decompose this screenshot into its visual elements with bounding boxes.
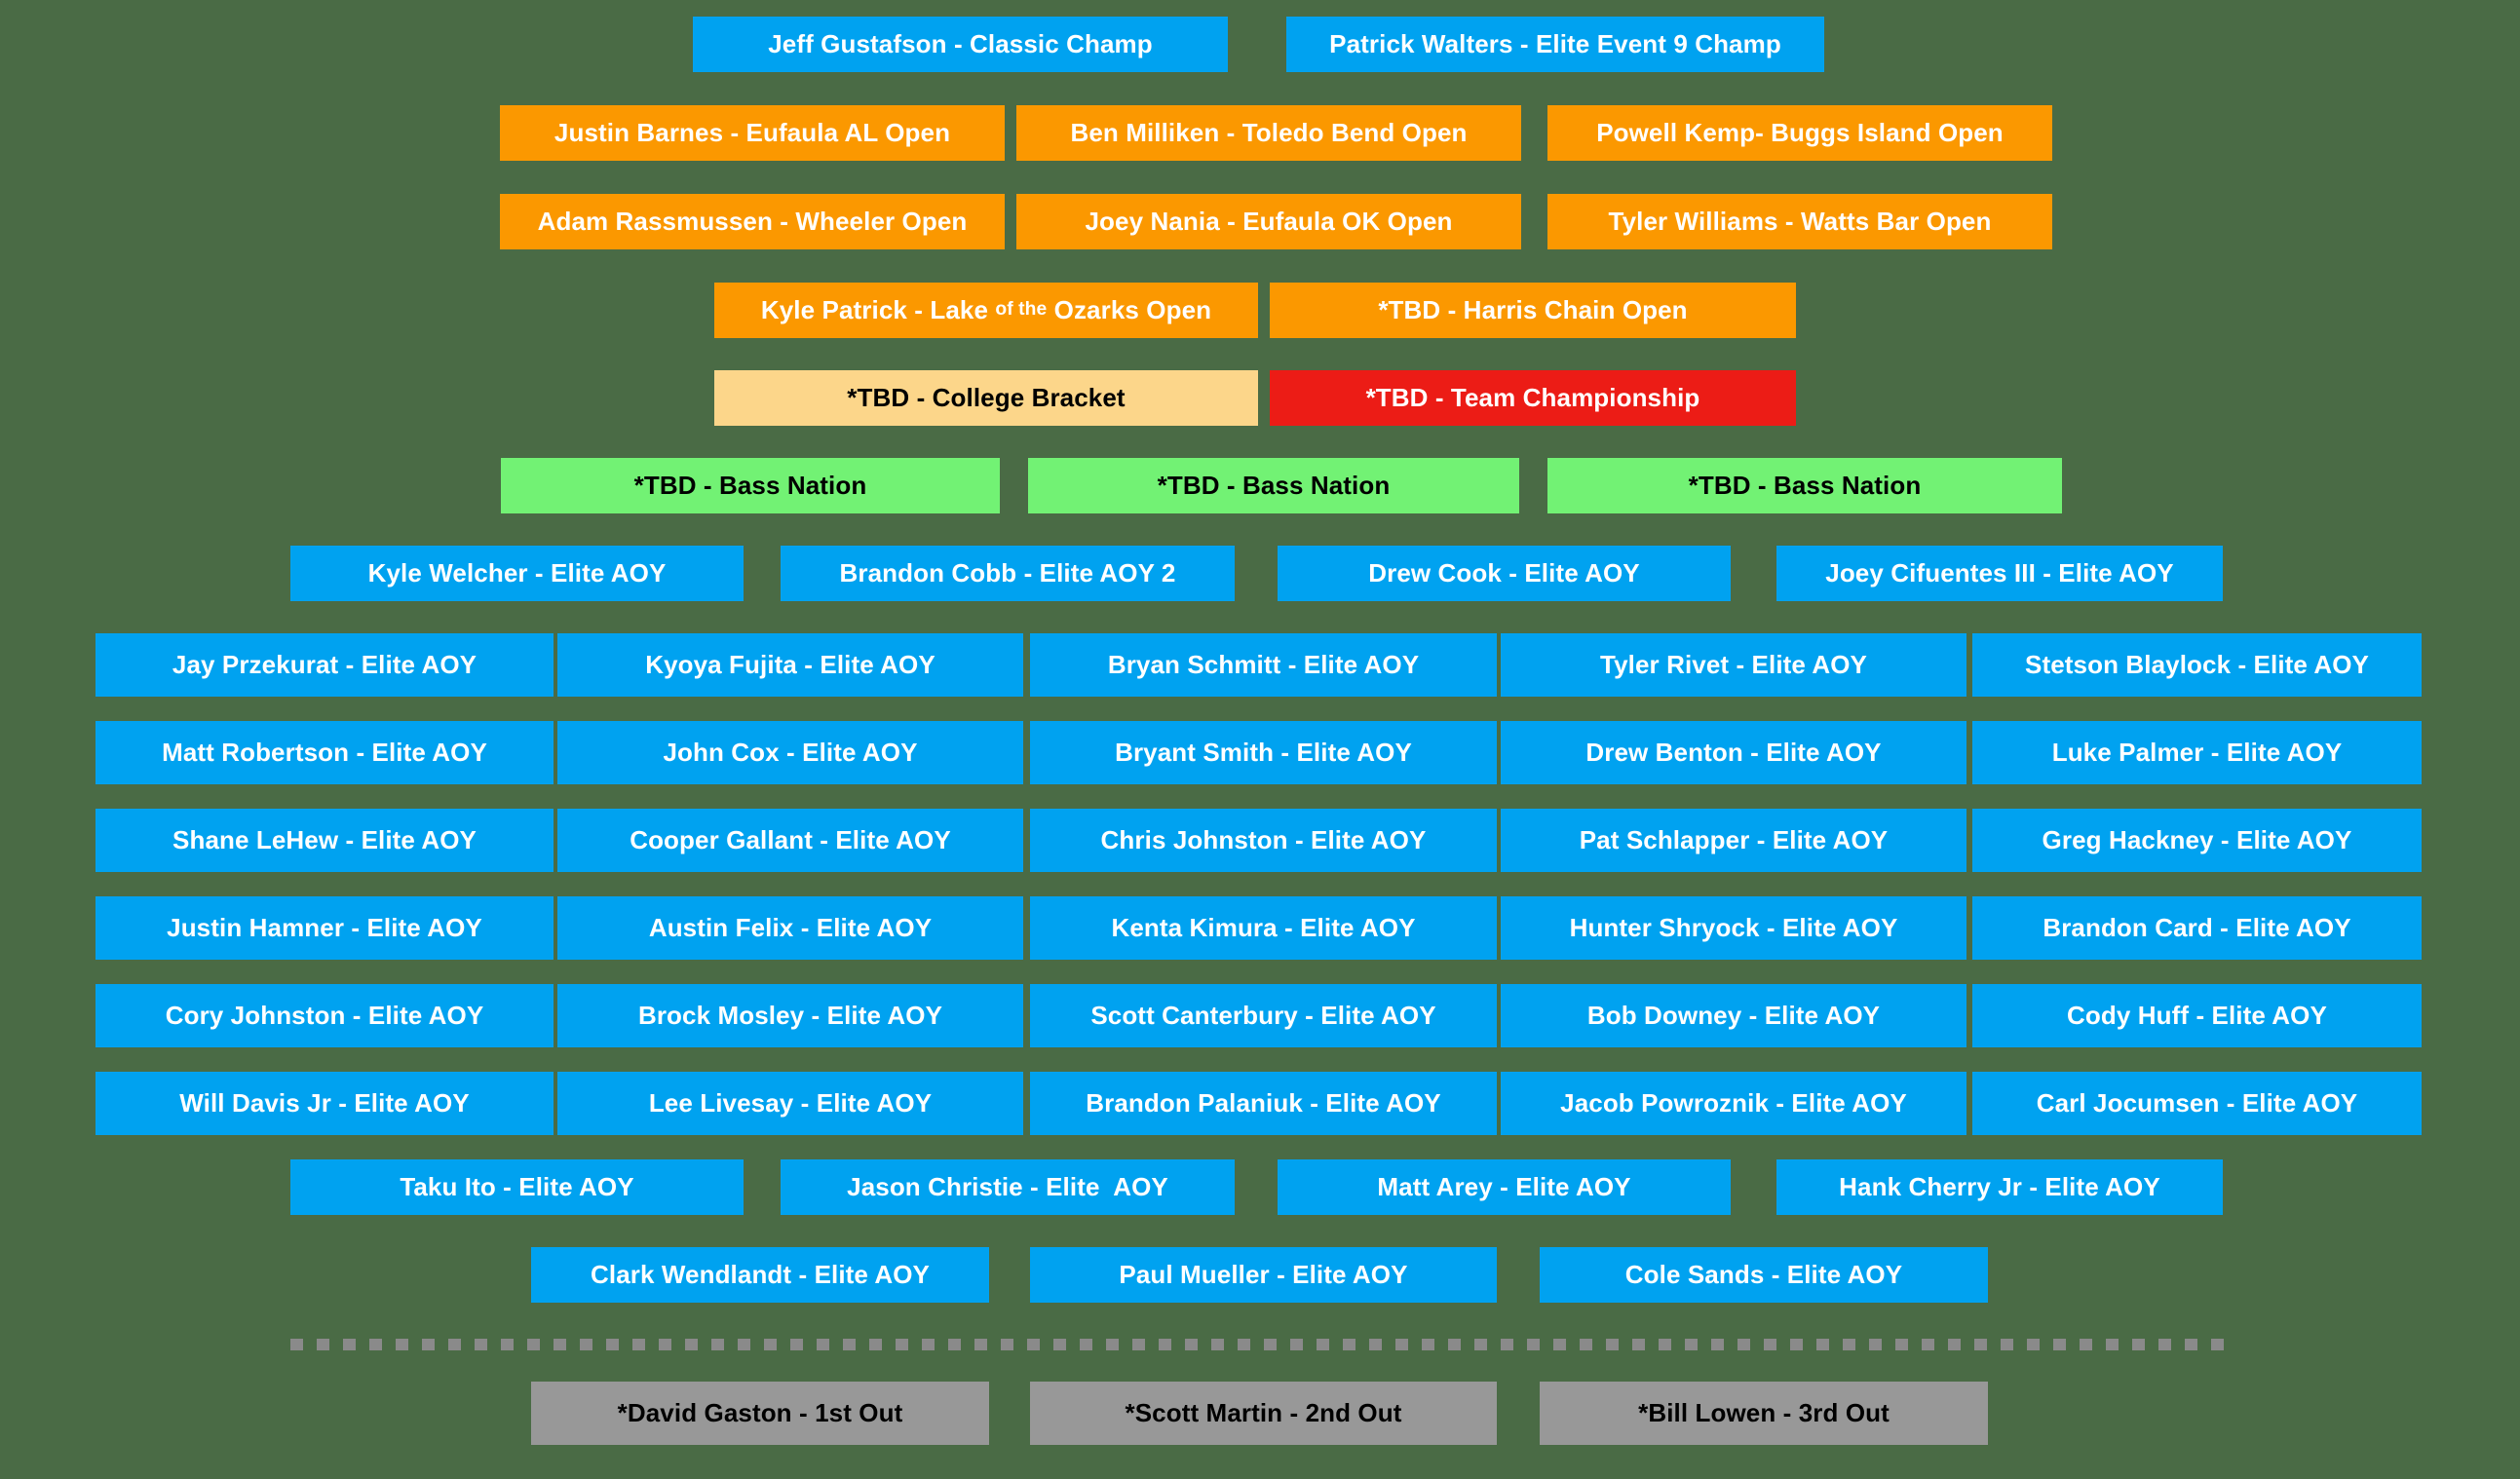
aoy-row-7: Will Davis Jr - Elite AOY Lee Livesay - … [0, 1072, 2520, 1135]
aoy-row-1: Kyle Welcher - Elite AOY Brandon Cobb - … [0, 546, 2520, 601]
aoy-box[interactable]: Carl Jocumsen - Elite AOY [1972, 1072, 2422, 1135]
bass-nation-box[interactable]: *TBD - Bass Nation [501, 458, 1000, 513]
aoy-box[interactable]: Taku Ito - Elite AOY [290, 1159, 744, 1215]
opens-row-2: Adam Rassmussen - Wheeler Open Joey Nani… [0, 194, 2520, 249]
aoy-row-3: Matt Robertson - Elite AOY John Cox - El… [0, 721, 2520, 784]
aoy-box[interactable]: Kyoya Fujita - Elite AOY [557, 633, 1023, 697]
bass-nation-box[interactable]: *TBD - Bass Nation [1028, 458, 1519, 513]
opens-row-3: Kyle Patrick - Lake of the Ozarks Open *… [0, 283, 2520, 338]
aoy-box[interactable]: Matt Arey - Elite AOY [1278, 1159, 1731, 1215]
open-qualifier-box[interactable]: Justin Barnes - Eufaula AL Open [500, 105, 1005, 161]
aoy-box[interactable]: Paul Mueller - Elite AOY [1030, 1247, 1497, 1303]
cut-line-dashes [290, 1339, 2225, 1350]
aoy-box[interactable]: Cory Johnston - Elite AOY [95, 984, 554, 1047]
qualifier-label-part-small: of the [995, 299, 1048, 321]
open-qualifier-box[interactable]: Powell Kemp- Buggs Island Open [1547, 105, 2052, 161]
aoy-box[interactable]: Bryan Schmitt - Elite AOY [1030, 633, 1497, 697]
aoy-box[interactable]: Cole Sands - Elite AOY [1540, 1247, 1988, 1303]
aoy-box[interactable]: Kyle Welcher - Elite AOY [290, 546, 744, 601]
team-championship-box[interactable]: *TBD - Team Championship [1270, 370, 1796, 426]
champion-box[interactable]: Jeff Gustafson - Classic Champ [693, 17, 1228, 72]
open-qualifier-box[interactable]: Tyler Williams - Watts Bar Open [1547, 194, 2052, 249]
aoy-box[interactable]: Bob Downey - Elite AOY [1501, 984, 1966, 1047]
aoy-box[interactable]: Chris Johnston - Elite AOY [1030, 809, 1497, 872]
aoy-box[interactable]: Matt Robertson - Elite AOY [95, 721, 554, 784]
aoy-box[interactable]: Brandon Cobb - Elite AOY 2 [781, 546, 1235, 601]
aoy-box[interactable]: Tyler Rivet - Elite AOY [1501, 633, 1966, 697]
out-box[interactable]: *Scott Martin - 2nd Out [1030, 1382, 1497, 1445]
aoy-box[interactable]: Joey Cifuentes III - Elite AOY [1776, 546, 2223, 601]
aoy-box[interactable]: Stetson Blaylock - Elite AOY [1972, 633, 2422, 697]
college-bracket-box[interactable]: *TBD - College Bracket [714, 370, 1258, 426]
aoy-box[interactable]: Lee Livesay - Elite AOY [557, 1072, 1023, 1135]
bracket-row: *TBD - College Bracket *TBD - Team Champ… [0, 370, 2520, 426]
open-qualifier-box[interactable]: Adam Rassmussen - Wheeler Open [500, 194, 1005, 249]
aoy-box[interactable]: Brandon Palaniuk - Elite AOY [1030, 1072, 1497, 1135]
aoy-row-8: Taku Ito - Elite AOY Jason Christie - El… [0, 1159, 2520, 1215]
open-qualifier-box[interactable]: *TBD - Harris Chain Open [1270, 283, 1796, 338]
aoy-box[interactable]: Greg Hackney - Elite AOY [1972, 809, 2422, 872]
aoy-row-2: Jay Przekurat - Elite AOY Kyoya Fujita -… [0, 633, 2520, 697]
out-row: *David Gaston - 1st Out *Scott Martin - … [0, 1382, 2520, 1445]
aoy-box[interactable]: Pat Schlapper - Elite AOY [1501, 809, 1966, 872]
aoy-box[interactable]: John Cox - Elite AOY [557, 721, 1023, 784]
aoy-box[interactable]: Justin Hamner - Elite AOY [95, 896, 554, 960]
aoy-box[interactable]: Jay Przekurat - Elite AOY [95, 633, 554, 697]
out-box[interactable]: *David Gaston - 1st Out [531, 1382, 989, 1445]
aoy-row-6: Cory Johnston - Elite AOY Brock Mosley -… [0, 984, 2520, 1047]
aoy-row-5: Justin Hamner - Elite AOY Austin Felix -… [0, 896, 2520, 960]
aoy-box[interactable]: Brock Mosley - Elite AOY [557, 984, 1023, 1047]
aoy-box[interactable]: Austin Felix - Elite AOY [557, 896, 1023, 960]
opens-row-1: Justin Barnes - Eufaula AL Open Ben Mill… [0, 105, 2520, 161]
qualifier-label-part: Ozarks Open [1047, 294, 1212, 324]
aoy-box[interactable]: Scott Canterbury - Elite AOY [1030, 984, 1497, 1047]
aoy-box[interactable]: Luke Palmer - Elite AOY [1972, 721, 2422, 784]
aoy-box[interactable]: Drew Benton - Elite AOY [1501, 721, 1966, 784]
champion-box[interactable]: Patrick Walters - Elite Event 9 Champ [1286, 17, 1824, 72]
aoy-box[interactable]: Jason Christie - Elite AOY [781, 1159, 1235, 1215]
aoy-box[interactable]: Hank Cherry Jr - Elite AOY [1776, 1159, 2223, 1215]
aoy-box[interactable]: Hunter Shryock - Elite AOY [1501, 896, 1966, 960]
aoy-box[interactable]: Kenta Kimura - Elite AOY [1030, 896, 1497, 960]
aoy-box[interactable]: Cooper Gallant - Elite AOY [557, 809, 1023, 872]
qualifier-label-part: Kyle Patrick - Lake [760, 294, 996, 324]
bass-nation-box[interactable]: *TBD - Bass Nation [1547, 458, 2062, 513]
cut-line-divider [0, 1338, 2520, 1351]
aoy-box[interactable]: Jacob Powroznik - Elite AOY [1501, 1072, 1966, 1135]
bass-nation-row: *TBD - Bass Nation *TBD - Bass Nation *T… [0, 458, 2520, 513]
open-qualifier-box[interactable]: Ben Milliken - Toledo Bend Open [1016, 105, 1521, 161]
aoy-box[interactable]: Drew Cook - Elite AOY [1278, 546, 1731, 601]
aoy-row-4: Shane LeHew - Elite AOY Cooper Gallant -… [0, 809, 2520, 872]
aoy-box[interactable]: Will Davis Jr - Elite AOY [95, 1072, 554, 1135]
aoy-box[interactable]: Bryant Smith - Elite AOY [1030, 721, 1497, 784]
out-box[interactable]: *Bill Lowen - 3rd Out [1540, 1382, 1988, 1445]
aoy-box[interactable]: Clark Wendlandt - Elite AOY [531, 1247, 989, 1303]
aoy-box[interactable]: Brandon Card - Elite AOY [1972, 896, 2422, 960]
aoy-box[interactable]: Cody Huff - Elite AOY [1972, 984, 2422, 1047]
champions-row: Jeff Gustafson - Classic Champ Patrick W… [0, 17, 2520, 72]
open-qualifier-box[interactable]: Kyle Patrick - Lake of the Ozarks Open [714, 283, 1258, 338]
aoy-box[interactable]: Shane LeHew - Elite AOY [95, 809, 554, 872]
open-qualifier-box[interactable]: Joey Nania - Eufaula OK Open [1016, 194, 1521, 249]
aoy-row-9: Clark Wendlandt - Elite AOY Paul Mueller… [0, 1247, 2520, 1303]
